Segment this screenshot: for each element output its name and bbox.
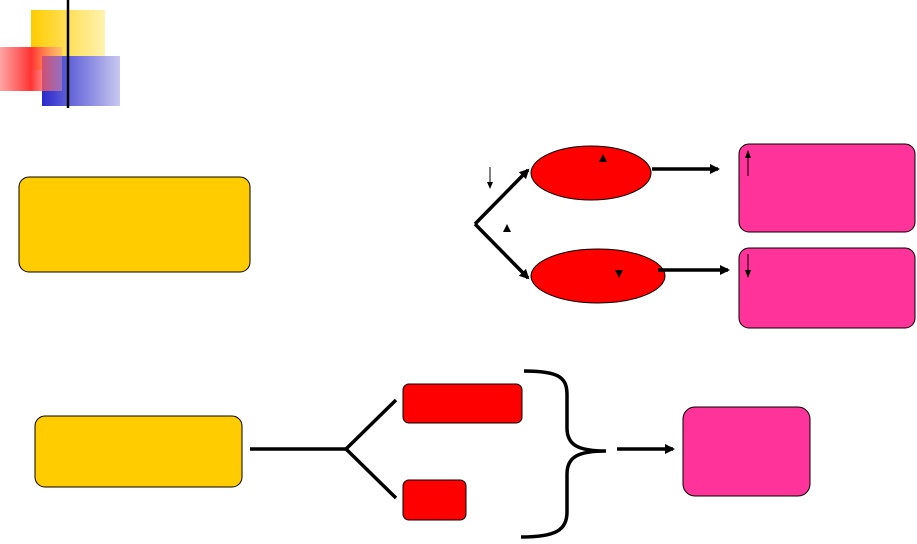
down-arrow-icon	[745, 254, 751, 278]
bottom-left-yellow-box	[34, 415, 243, 488]
bottom-lower-red-box	[402, 479, 467, 521]
top-upper-pink-box	[738, 143, 916, 233]
bottom-fork-lower	[344, 447, 398, 500]
bottom-upper-red-box	[402, 383, 523, 424]
down-arrow-icon	[615, 270, 623, 278]
fork-upper-branch	[473, 168, 530, 226]
top-diagram	[18, 143, 916, 329]
bottom-diagram	[34, 369, 811, 539]
curly-brace	[520, 369, 607, 539]
up-arrow-icon	[503, 224, 511, 232]
up-arrow-icon	[599, 154, 607, 162]
down-arrow-icon	[487, 167, 493, 189]
top-upper-red-ellipse	[530, 145, 652, 201]
top-lower-red-ellipse	[530, 248, 666, 304]
up-arrow-icon	[745, 150, 751, 176]
top-lower-pink-box	[738, 247, 916, 329]
bottom-fork-upper	[344, 398, 398, 451]
corner-decoration	[0, 0, 917, 108]
top-left-yellow-box	[18, 176, 251, 273]
bottom-pink-box	[682, 406, 811, 497]
fork-lower-branch	[473, 222, 530, 280]
